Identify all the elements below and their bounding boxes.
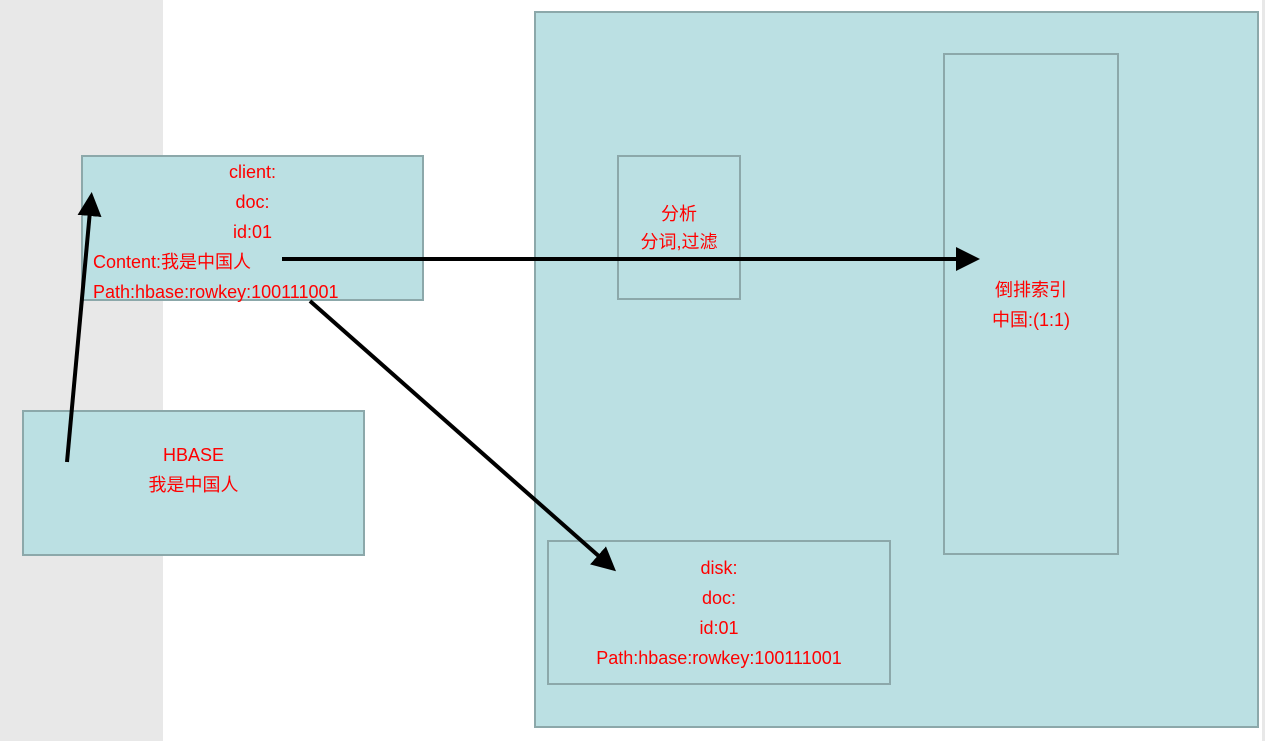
analysis-text: 分词,过滤 xyxy=(640,232,718,252)
analysis-box: 分析 分词,过滤 xyxy=(617,155,741,300)
client-doc: doc: xyxy=(235,192,270,212)
index-entry: 中国:(1:1) xyxy=(991,310,1070,330)
left-margin xyxy=(0,0,163,741)
hbase-text: 我是中国人 xyxy=(148,475,239,495)
client-id: id:01 xyxy=(232,222,273,242)
hbase-box: HBASE 我是中国人 xyxy=(22,410,365,556)
inverted-index-box: 倒排索引 中国:(1:1) xyxy=(943,53,1119,555)
hbase-title: HBASE xyxy=(162,445,225,465)
arrow-path-to-disk xyxy=(308,299,616,572)
disk-doc: doc: xyxy=(701,588,737,608)
client-label: client: xyxy=(228,162,277,182)
index-title: 倒排索引 xyxy=(995,280,1067,300)
disk-label: disk: xyxy=(700,558,738,578)
client-content: Content:我是中国人 xyxy=(93,252,252,272)
disk-id: id:01 xyxy=(699,618,739,638)
analysis-title: 分析 xyxy=(661,204,697,224)
client-box: client: doc: id:01 Content:我是中国人 Path:hb… xyxy=(81,155,424,302)
arrow-hbase-to-client xyxy=(65,192,102,463)
client-path: Path:hbase:rowkey:100111001 xyxy=(93,282,339,302)
right-margin xyxy=(1262,0,1265,741)
disk-path: Path:hbase:rowkey:100111001 xyxy=(596,648,842,668)
